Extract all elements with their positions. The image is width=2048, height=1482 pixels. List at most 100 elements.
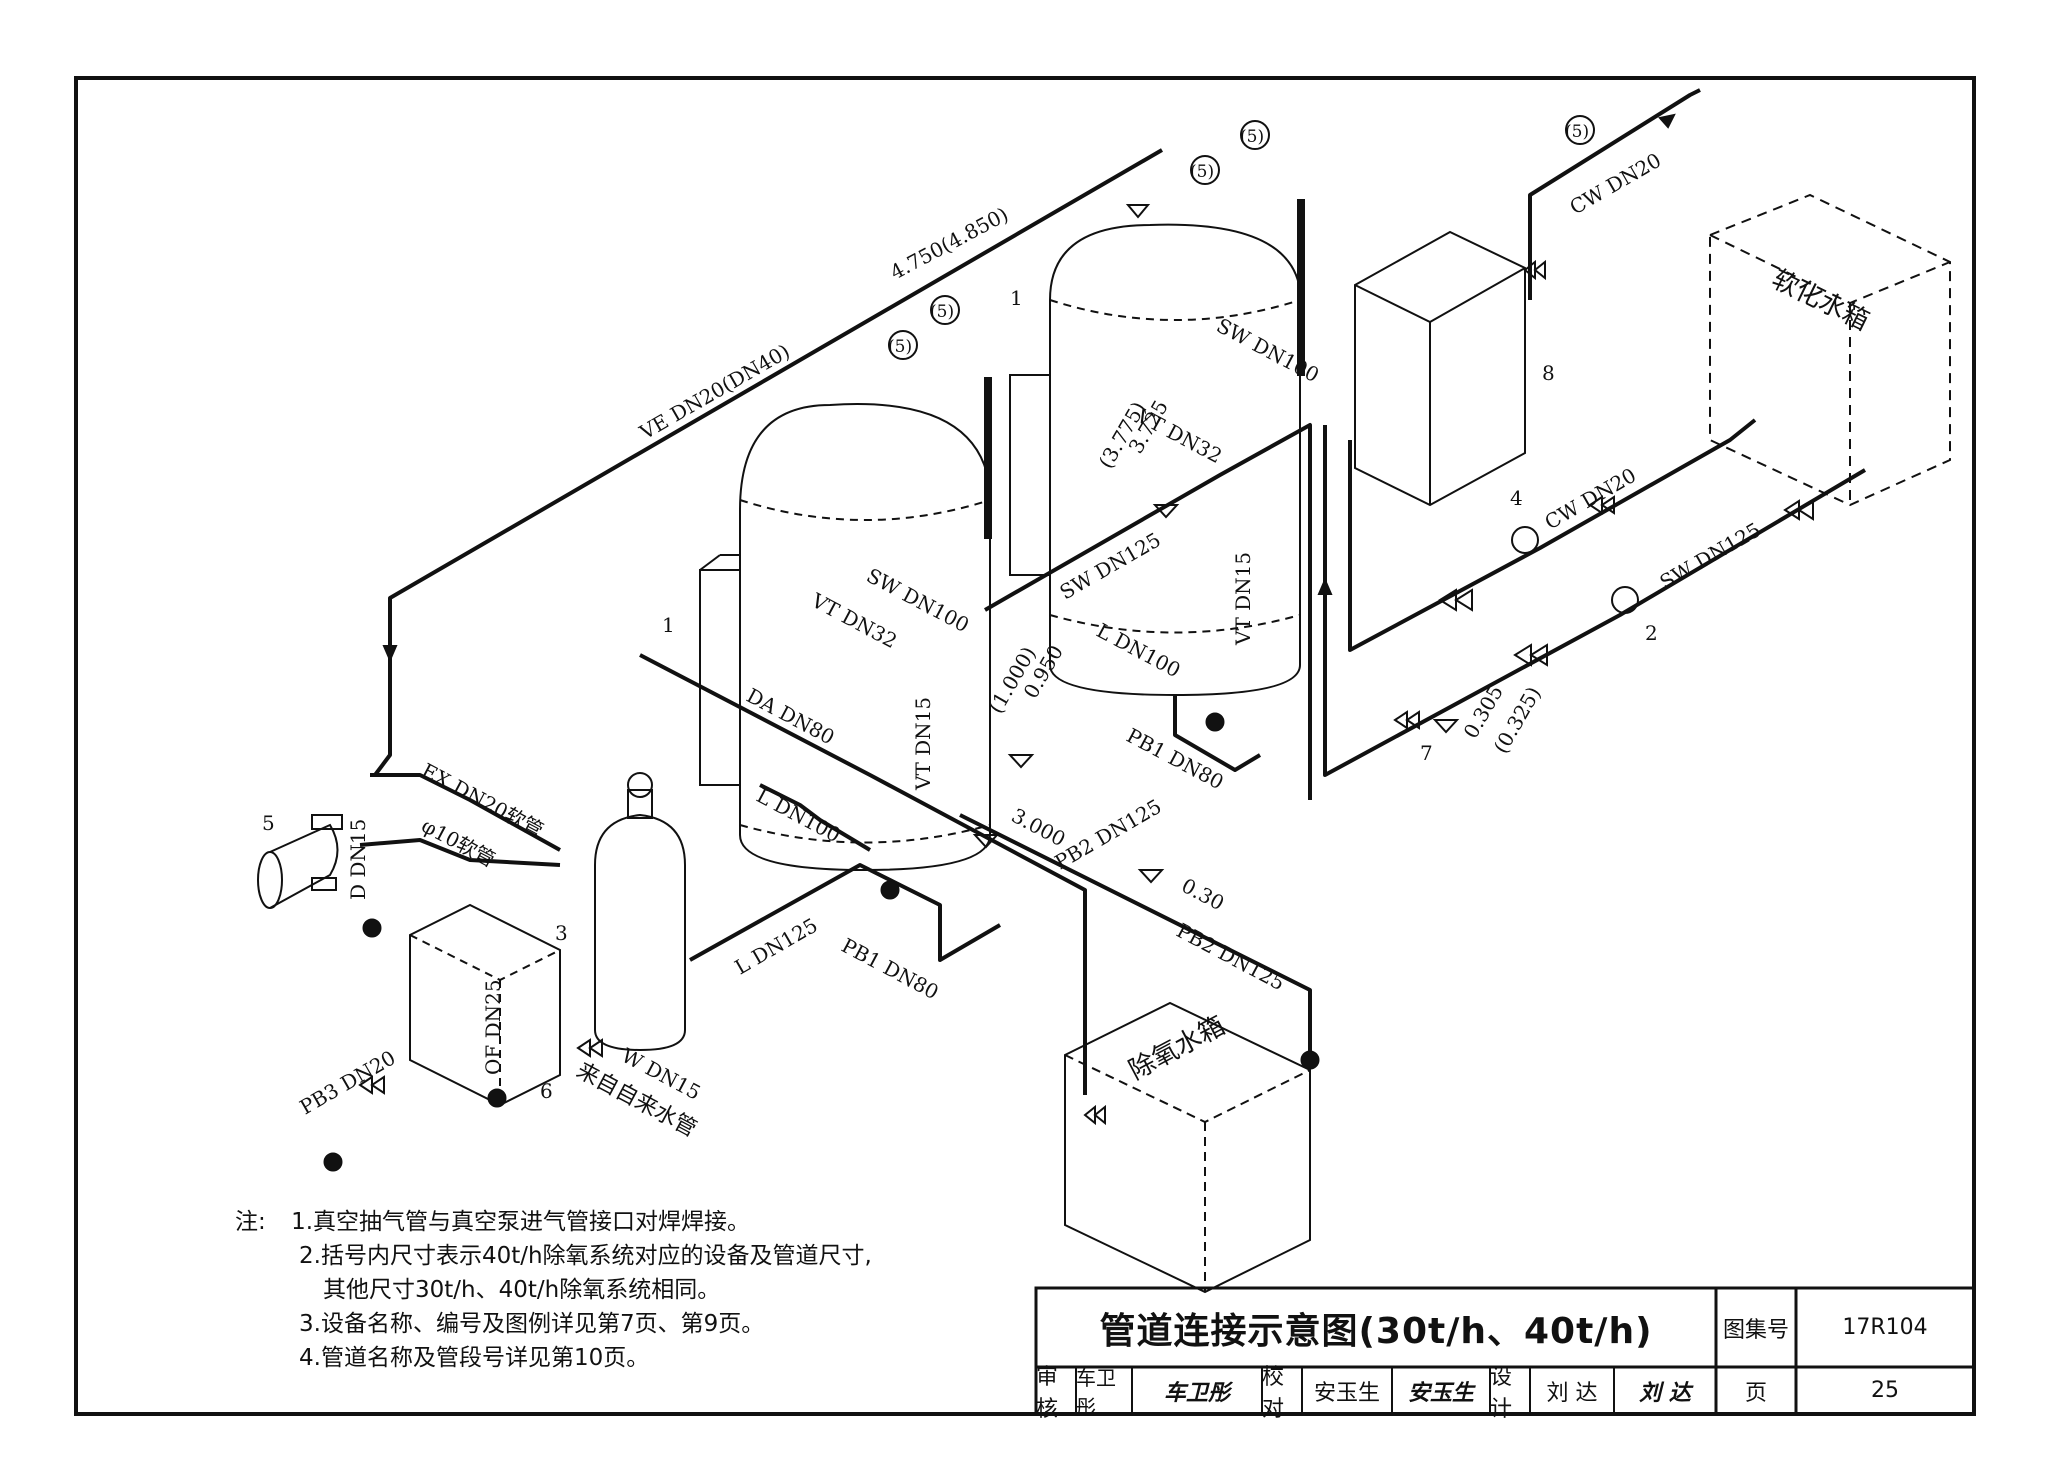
deaerated-water-tank-outline [1064,1001,1311,1294]
note-2-cont: 其他尺寸30t/h、40t/h除氧系统相同。 [323,1277,721,1303]
elevation-030: 0.30 [1178,873,1229,915]
designer-name: 刘 达 [1546,1380,1598,1406]
designer-signature: 刘 达 [1639,1379,1691,1406]
level-gauge [984,377,992,539]
soft-water-tank-outline [1709,193,1951,507]
title-block: 管道连接示意图(30t/h、40t/h) 图集号 17R104 审核 车卫彤 车… [1036,1288,1976,1422]
checker-signature: 安玉生 [1407,1379,1474,1406]
label-8: 8 [1542,361,1555,385]
vacuum-pump-5 [257,814,343,909]
pipe-da [639,653,1087,1095]
pipe-l-dn125 [689,863,871,962]
pipe-label-pb2-dn125-b: PB2 DN125 [1173,918,1289,995]
pipe-phi10-hose [359,838,561,867]
drain-pb3 [323,1152,343,1172]
note-1: 注: 1.真空抽气管与真空泵进气管接口对焊焊接。 [235,1205,1035,1239]
flow-arrow [382,645,398,663]
pipe-label-vt-dn32-l: VT DN32 [807,588,901,653]
notes-prefix: 注: [235,1209,266,1235]
check-label: 校对 [1262,1364,1285,1422]
drain-of [487,1088,507,1108]
soft-water-tank-label: 软化水箱 [1767,264,1874,337]
pipe-label-vt-dn15-r: VT DN15 [1231,552,1255,646]
note-4: 4.管道名称及管段号详见第10页。 [299,1345,650,1371]
pipe-cw-right [1348,418,1757,652]
drain-d [362,918,382,938]
pipe-label-sw-dn125-r: SW DN125 [1656,517,1765,594]
reviewer-signature: 车卫彤 [1163,1379,1230,1406]
equipment-8-box [1354,230,1526,507]
gauge-label: (5) [1190,162,1214,182]
pipe-label-pb2-dn125: PB2 DN125 [1051,794,1166,874]
note-2: 2.括号内尺寸表示40t/h除氧系统对应的设备及管道尺寸, [299,1243,872,1269]
pipe-label-sw-dn100-r: SW DN100 [1213,313,1323,387]
atlas-label: 图集号 [1722,1317,1789,1343]
pipe-label-ve: VE DN20(DN40) [635,339,794,445]
flow-arrow [1658,113,1676,129]
gauge-label: (5) [888,337,912,357]
pipe-l-left [759,783,872,852]
label-1-left: 1 [662,613,675,637]
valve [1523,259,1546,281]
pipe-label-l-dn125: L DN125 [731,913,822,979]
drain-vt-right [1205,712,1225,732]
label-6: 6 [540,1079,553,1103]
pipe-label-cw-dn20-top: CW DN20 [1566,148,1666,219]
page-number: 25 [1871,1378,1899,1403]
pipe-label-l-dn100-r: L DN100 [1093,618,1185,682]
flow-arrow [1317,577,1333,595]
note-3: 3.设备名称、编号及图例详见第7页、第9页。 [299,1311,765,1337]
title-block-grid [1034,1286,1976,1416]
gauge-label: (5) [930,302,954,322]
valve [1513,643,1548,667]
elevation-marker [972,834,1000,849]
pipe-label-vt-dn15-l: VT DN15 [911,697,935,791]
pipe-sw-right [1323,425,1867,777]
pump-2 [1611,586,1639,614]
note-text: 1.真空抽气管与真空泵进气管接口对焊焊接。 [291,1209,751,1235]
elevation-marker [1432,719,1460,734]
pipe-label-of-dn25: OF DN25 [481,979,505,1075]
deaerator-tank-right [1009,223,1301,697]
label-3: 3 [555,921,568,945]
pipe-label-d-dn15: D DN15 [346,819,370,900]
valve [1393,710,1420,730]
valve [1083,1104,1106,1126]
valve [1783,499,1814,521]
pump-4 [1511,526,1539,554]
deaerated-water-tank-label: 除氧水箱 [1124,1011,1230,1086]
label-7: 7 [1420,741,1433,765]
pipe-ex-hose [370,773,561,852]
drain-pb2 [1300,1050,1320,1070]
pipe-cw-top [1528,88,1701,300]
valve [358,1075,385,1095]
temperature-gauge [930,295,960,325]
pipe-ve [373,148,1164,777]
equipment-3-cylinder [594,772,686,1052]
drawing-title: 管道连接示意图(30t/h、40t/h) [1099,1310,1653,1352]
notes: 注: 1.真空抽气管与真空泵进气管接口对焊焊接。 2.括号内尺寸表示40t/h除… [235,1205,1035,1375]
temperature-gauge [1240,120,1270,150]
reviewer-name: 车卫彤 [1076,1365,1116,1419]
label-4: 4 [1510,486,1523,510]
pressure-gauge [1565,115,1595,145]
page-label: 页 [1744,1380,1767,1406]
pipe-pb1-left [869,868,1002,962]
pipe-pb1-right [1173,695,1262,772]
pipe-sw-dn125 [984,423,1312,800]
atlas-number: 17R104 [1842,1315,1928,1340]
checker-name: 安玉生 [1313,1380,1380,1406]
drawing-frame [74,76,1976,1416]
valve [576,1038,603,1058]
gauge-label: (5) [1565,122,1589,142]
label-1-right: 1 [1010,286,1023,310]
drain-vt-left [880,880,900,900]
pipe-pb2 [959,813,1312,1060]
gauge-label: (5) [1240,127,1264,147]
design-label: 设计 [1490,1364,1513,1422]
pressure-gauge [888,330,918,360]
deaerator-tank-left [699,403,991,872]
elevation-marker [1007,754,1035,769]
elevation-marker [1152,504,1180,519]
